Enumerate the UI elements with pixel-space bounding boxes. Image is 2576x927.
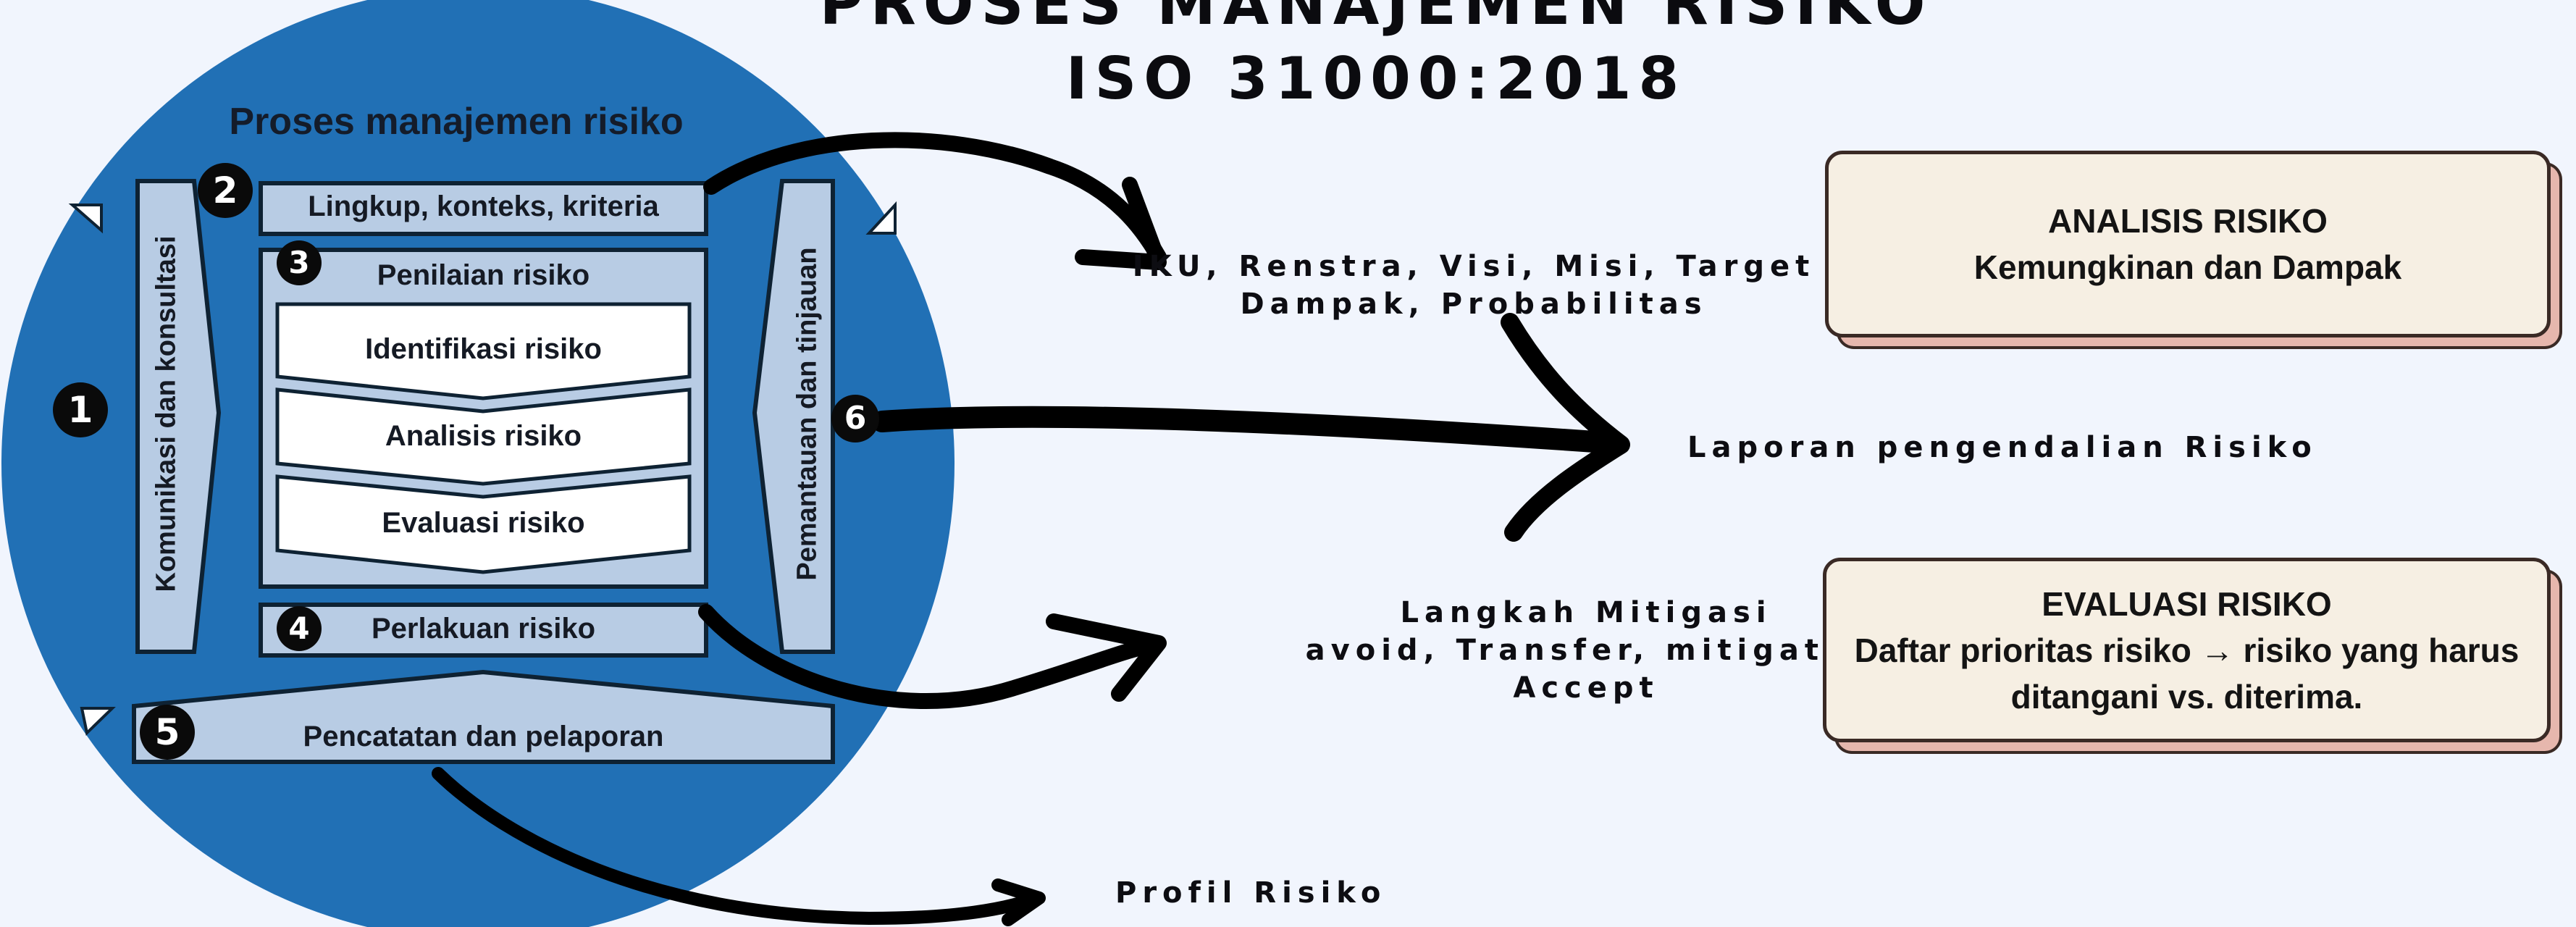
page-title-line2: ISO 31000:2018 [1065, 45, 1687, 112]
context-note: IKU, Renstra, Visi, Misi, Target Dampak,… [1130, 248, 1818, 323]
arrow-head [1075, 177, 1167, 270]
evaluation-card-title: EVALUASI RISIKO [2042, 584, 2332, 623]
treatment-label: Perlakuan risiko [371, 613, 596, 645]
scope-label: Lingkup, konteks, kriteria [308, 190, 659, 222]
step-number-1: 1 [53, 382, 108, 437]
monitoring-label: Pemantauan dan tinjauan [792, 247, 823, 581]
evaluation-label: Evaluasi risiko [382, 507, 585, 539]
process-heading: Proses manajemen risiko [229, 101, 684, 143]
page-title-line1: PROSES MANAJEMEN RISIKO [819, 0, 1933, 38]
arrow-monitoring-to-report [871, 406, 1626, 454]
communication-arrow-shape [135, 179, 222, 654]
communication-label: Komunikasi dan konsultasi [151, 235, 182, 592]
arrow-head [1046, 613, 1167, 702]
step-number-6: 6 [831, 395, 879, 442]
mitigation-note-line2: avoid, Transfer, mitigate, [1305, 634, 1867, 667]
identification-step [275, 302, 692, 400]
scope-box [259, 181, 708, 236]
corner-marker [80, 707, 116, 736]
analysis-card: ANALISIS RISIKO Kemungkinan dan Dampak [1825, 151, 2551, 337]
analysis-card-title: ANALISIS RISIKO [2048, 202, 2328, 240]
analysis-label: Analisis risiko [385, 420, 582, 452]
identification-label: Identifikasi risiko [365, 333, 602, 365]
treatment-box [259, 603, 708, 658]
mitigation-note: Langkah Mitigasi avoid, Transfer, mitiga… [1188, 594, 1984, 707]
mitigation-note-line3: Accept [1513, 671, 1659, 705]
evaluation-card: EVALUASI RISIKO Daftar prioritas risiko … [1823, 558, 2551, 742]
arrow-treatment-to-mitigation [698, 604, 1163, 710]
step-number-5: 5 [140, 705, 195, 760]
arrow-recording-to-profile [432, 767, 1042, 925]
evaluation-card-text-line1: Daftar prioritas risiko → risiko yang ha… [1854, 631, 2520, 669]
context-note-line2: Dampak, Probabilitas [1240, 288, 1708, 321]
arrow-scope-to-context [703, 132, 1167, 265]
flow-arrows [432, 132, 1630, 926]
analysis-step [275, 387, 692, 486]
context-note-line1: IKU, Renstra, Visi, Misi, Target [1132, 250, 1816, 283]
corner-marker [865, 201, 897, 235]
arrow-head [991, 878, 1046, 926]
analysis-card-text: Kemungkinan dan Dampak [1973, 248, 2402, 286]
evaluation-card-text-line2: ditangani vs. diterima. [2010, 677, 2363, 716]
step-number-2: 2 [198, 163, 253, 218]
corner-marker [68, 204, 103, 234]
mitigation-note-line1: Langkah Mitigasi [1400, 596, 1772, 629]
step-number-3: 3 [277, 240, 322, 285]
recording-shape [132, 669, 835, 764]
monitoring-arrow-shape [752, 179, 835, 654]
step-number-4: 4 [277, 606, 322, 651]
arrow-head [1501, 313, 1630, 542]
profile-note: Profil Risiko [1115, 876, 1387, 910]
report-note: Laporan pengendalian Risiko [1687, 431, 2317, 464]
assessment-label: Penilaian risiko [377, 259, 590, 291]
recording-label: Pencatatan dan pelaporan [303, 721, 664, 752]
evaluation-step [275, 474, 692, 574]
